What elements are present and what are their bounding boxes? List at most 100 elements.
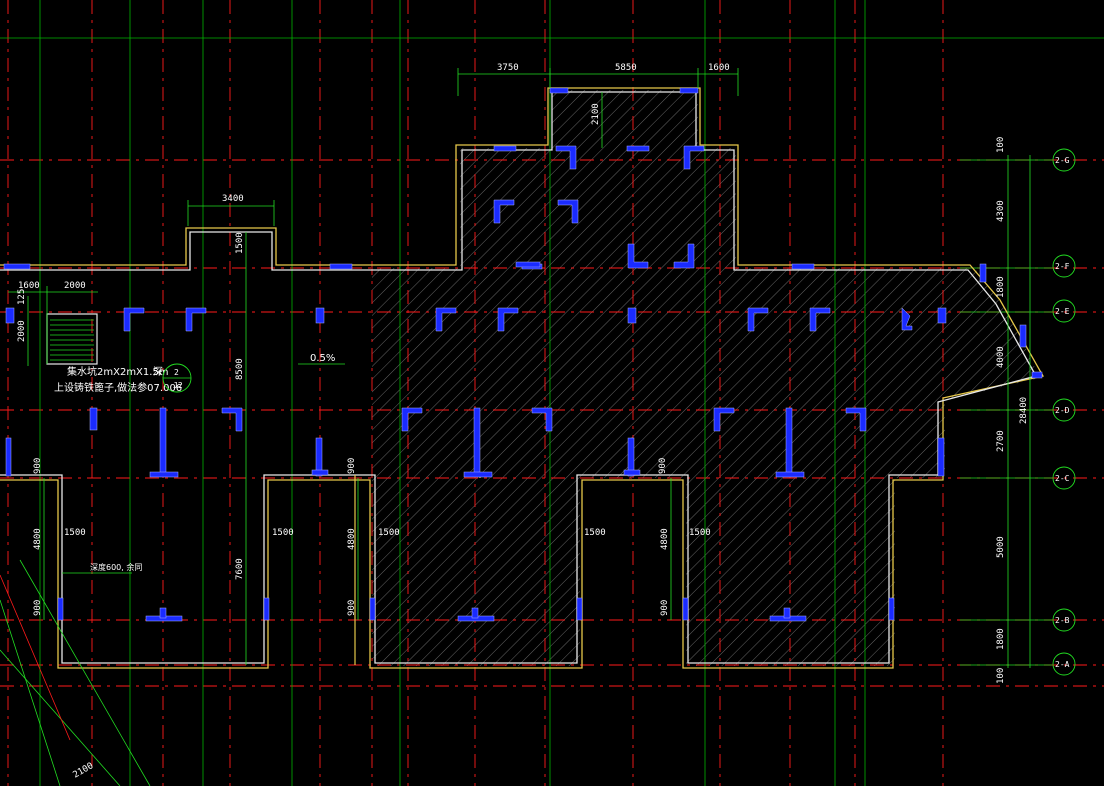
dim-bay1-900b: 900 <box>33 600 43 616</box>
column-1 <box>329 263 353 270</box>
column-l-10 <box>845 407 867 432</box>
dim-right-8: 1800 <box>996 628 1006 650</box>
axis-label-3: 2-D <box>1055 406 1070 415</box>
axis-label-4: 2-C <box>1055 474 1070 483</box>
column-l-7 <box>401 407 423 432</box>
dim-left-3: 125 <box>17 289 27 305</box>
hatch-areas <box>372 90 1040 666</box>
dim-bay2-1500a: 1500 <box>272 528 294 538</box>
sump-grating <box>50 319 94 361</box>
hatch-top-box <box>552 90 698 148</box>
column-27 <box>682 597 689 621</box>
hatch-main <box>372 268 1040 666</box>
column-l-1 <box>185 307 207 332</box>
axis-label-0: 2-G <box>1055 156 1070 165</box>
column-21 <box>785 407 793 475</box>
axis-bubble-3 <box>1052 398 1076 422</box>
dim-diag-1 <box>0 599 61 786</box>
column-3 <box>791 263 815 270</box>
dim-bay3-4800: 4800 <box>660 528 670 550</box>
dim-top-1: 3750 <box>497 63 519 73</box>
column-l-3 <box>497 307 519 332</box>
column-8 <box>5 307 15 324</box>
dim-bay3-900a: 900 <box>658 458 668 474</box>
column-10 <box>627 307 637 324</box>
column-16 <box>937 437 945 477</box>
column-15 <box>627 437 635 477</box>
dim-right-7: 5000 <box>996 536 1006 558</box>
column-l-15 <box>627 243 649 269</box>
column-l-6 <box>221 407 243 432</box>
column-23 <box>57 597 64 621</box>
index-number: 2 <box>174 368 179 377</box>
column-4 <box>493 145 517 152</box>
column-35 <box>623 469 641 476</box>
dim-v-2100-text: 2100 <box>591 103 601 125</box>
column-26 <box>576 597 583 621</box>
column-32 <box>471 607 479 619</box>
dim-v-8500-text: 8500 <box>235 358 245 380</box>
column-11 <box>937 307 947 324</box>
column-14 <box>315 437 323 477</box>
dim-right-6: 28400 <box>1019 397 1029 424</box>
column-37 <box>979 263 987 283</box>
dim-right-3: 1800 <box>996 276 1006 298</box>
column-5 <box>626 145 650 152</box>
dim-bay3-1500a: 1500 <box>584 528 606 538</box>
column-24 <box>263 597 270 621</box>
note-slope: 0.5% <box>310 353 335 364</box>
dim-diag-2 <box>0 649 121 786</box>
column-l-5 <box>809 307 831 332</box>
dim-right-2: 4300 <box>996 200 1006 222</box>
notes: 集水坑2mX2mX1.5m 深 上设铸铁篦子,做法参07.006 0.5% 深度… <box>54 353 335 572</box>
axis-label-5: 2-B <box>1055 616 1070 625</box>
axis-bubble-5 <box>1052 608 1076 632</box>
axis-bubble-4 <box>1052 466 1076 490</box>
column-25 <box>369 597 376 621</box>
note-depth: 深度600, 余同 <box>90 562 142 572</box>
dim-diag-3 <box>19 559 151 786</box>
column-l-0 <box>123 307 145 332</box>
diag-red-line <box>0 574 71 741</box>
column-20 <box>463 471 493 478</box>
column-l-14 <box>683 145 705 170</box>
axis-bubble-6 <box>1052 652 1076 676</box>
column-30 <box>159 607 167 619</box>
axis-bubble-1 <box>1052 254 1076 278</box>
dim-v-7600-text: 7600 <box>235 558 245 580</box>
column-l-11 <box>493 199 515 224</box>
dim-bay2-900a: 900 <box>347 458 357 474</box>
dim-right-9: 100 <box>996 668 1006 684</box>
column-6 <box>549 87 569 94</box>
dim-right-1: 100 <box>996 137 1006 153</box>
column-12 <box>89 407 98 431</box>
column-19 <box>473 407 481 475</box>
dim-top-3: 1600 <box>708 63 730 73</box>
axis-bubbles: 2-G 2-F 2-E 2-D 2-C 2-B 2-A <box>1052 148 1076 676</box>
wall-outline-yellow <box>0 87 1044 669</box>
column-38 <box>1019 324 1027 348</box>
dim-bay1-4800: 4800 <box>33 528 43 550</box>
dim-bay2-4800: 4800 <box>347 528 357 550</box>
dim-top-2: 5850 <box>615 63 637 73</box>
dim-v-1500-text: 1500 <box>235 232 245 254</box>
column-0 <box>3 263 31 270</box>
column-34 <box>783 607 791 619</box>
axis-label-2: 2-E <box>1055 307 1070 316</box>
dim-left-1: 1600 <box>18 281 40 291</box>
columns <box>3 87 1043 622</box>
column-l-16 <box>673 243 695 269</box>
column-39 <box>1031 371 1043 379</box>
axis-label-6: 2-A <box>1055 660 1070 669</box>
note-pipe: 上设铸铁篦子,做法参07.006 <box>54 381 182 394</box>
column-l-4 <box>747 307 769 332</box>
dim-bay1-1500: 1500 <box>64 528 86 538</box>
axis-label-1: 2-F <box>1055 262 1070 271</box>
column-l-9 <box>713 407 735 432</box>
note-sump: 集水坑2mX2mX1.5m <box>67 365 169 378</box>
column-28 <box>888 597 895 621</box>
hatch-top <box>460 148 736 268</box>
sump-pit <box>46 313 98 365</box>
dim-bay2-1500b: 1500 <box>378 528 400 538</box>
